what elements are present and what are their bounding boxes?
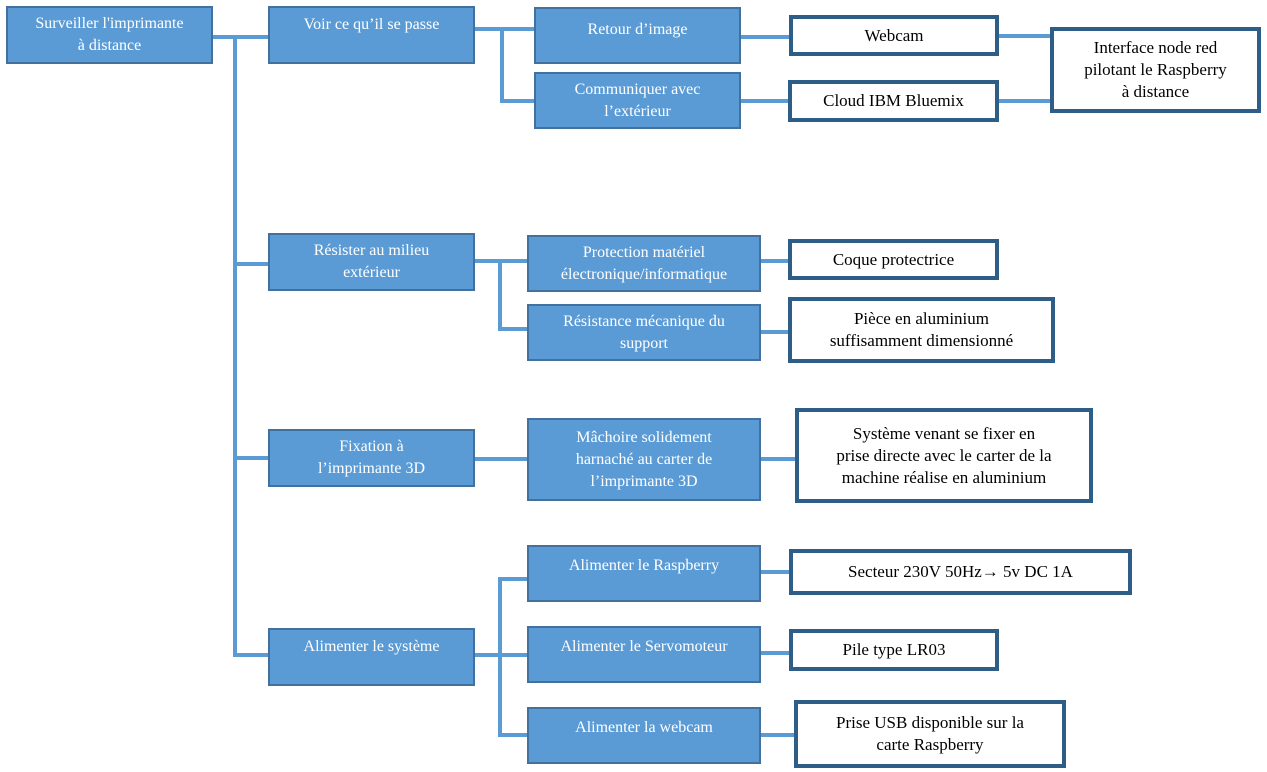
solution-box-usb: Prise USB disponible sur la carte Raspbe… [794, 700, 1066, 768]
sub-function-box-image-feedback: Retour d’image [534, 7, 741, 64]
root-function-label: Surveiller l'imprimante à distance [35, 15, 184, 54]
sub-function-label: Communiquer avec l’extérieur [574, 80, 701, 120]
connector-f4-links [473, 577, 529, 737]
function-label: Alimenter le système [303, 638, 440, 655]
solution-box-webcam: Webcam [789, 15, 999, 56]
sub-function-label: Alimenter le Servomoteur [560, 638, 728, 655]
function-label: Résister au milieu extérieur [313, 242, 430, 281]
function-label: Voir ce qu’il se passe [303, 16, 440, 33]
sub-function-box-communicate: Communiquer avec l’extérieur [534, 72, 741, 129]
interface-label: Interface node red pilotant le Raspberry… [1084, 38, 1227, 101]
solution-label: Pile type LR03 [842, 640, 946, 659]
sub-function-label: Alimenter la webcam [575, 719, 713, 736]
sub-function-label: Mâchoire solidement harnaché au carter d… [575, 428, 713, 490]
connector-f1-links [473, 27, 536, 103]
sub-function-box-power-raspberry: Alimenter le Raspberry [527, 545, 761, 602]
sub-function-box-power-webcam: Alimenter la webcam [527, 707, 761, 764]
sub-function-box-power-servo: Alimenter le Servomoteur [527, 626, 761, 683]
function-box-fixation: Fixation à l’imprimante 3D [268, 429, 475, 487]
solution-box-cloud: Cloud IBM Bluemix [788, 80, 999, 122]
function-box-see: Voir ce qu’il se passe [268, 6, 475, 64]
sub-function-label: Résistance mécanique du support [563, 312, 725, 352]
solution-label: Secteur 230V 50Hz→ 5v DC 1A [848, 562, 1073, 581]
solution-label: Pièce en aluminium suffisamment dimensio… [829, 309, 1014, 350]
function-box-power: Alimenter le système [268, 628, 475, 686]
connector-f2-links [473, 259, 529, 331]
sub-function-box-protection: Protection matériel électronique/informa… [527, 235, 761, 292]
sub-function-label: Alimenter le Raspberry [568, 557, 720, 574]
solution-box-mains: Secteur 230V 50Hz→ 5v DC 1A [789, 549, 1132, 595]
solution-label: Cloud IBM Bluemix [823, 91, 964, 110]
solution-box-aluminium-part: Pièce en aluminium suffisamment dimensio… [788, 297, 1055, 363]
sub-function-label: Protection matériel électronique/informa… [560, 243, 728, 283]
function-label: Fixation à l’imprimante 3D [317, 438, 426, 477]
solution-label: Système venant se fixer en prise directe… [836, 423, 1052, 487]
solution-box-battery: Pile type LR03 [789, 629, 999, 671]
sub-function-box-mechanical: Résistance mécanique du support [527, 304, 761, 361]
connector-sf-to-sol [739, 35, 797, 737]
sub-function-box-jaw: Mâchoire solidement harnaché au carter d… [527, 418, 761, 501]
interface-box-node-red: Interface node red pilotant le Raspberry… [1050, 27, 1261, 113]
connector-root-trunk [211, 35, 237, 657]
solution-label: Coque protectrice [832, 249, 955, 269]
solution-box-fixing-system: Système venant se fixer en prise directe… [795, 408, 1093, 503]
function-box-resist: Résister au milieu extérieur [268, 233, 475, 291]
solution-label: Webcam [864, 25, 924, 45]
solution-label: Prise USB disponible sur la carte Raspbe… [836, 713, 1024, 754]
solution-box-shell: Coque protectrice [788, 239, 999, 280]
connector-sol-to-interface [997, 34, 1052, 103]
sub-function-label: Retour d’image [587, 21, 688, 38]
root-function-box: Surveiller l'imprimante à distance [6, 6, 213, 64]
